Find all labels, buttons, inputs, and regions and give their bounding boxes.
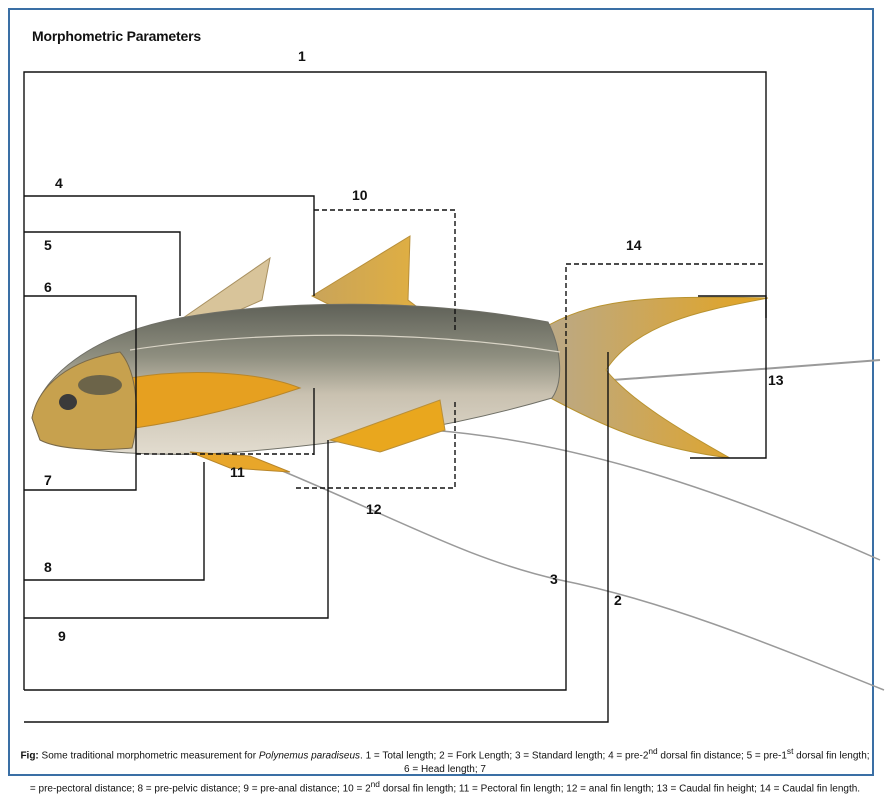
caption-part4: = pre-pectoral distance; 8 = pre-pelvic … bbox=[30, 784, 371, 795]
measure-4-pre-second-dorsal bbox=[24, 196, 314, 296]
caption-prefix: Fig: bbox=[20, 750, 38, 761]
label-1: 1 bbox=[298, 48, 306, 64]
label-4: 4 bbox=[55, 175, 63, 191]
label-6: 6 bbox=[44, 279, 52, 295]
label-12: 12 bbox=[366, 501, 382, 517]
measure-13-caudal-height bbox=[690, 296, 766, 458]
label-3: 3 bbox=[550, 571, 558, 587]
fish-eye bbox=[59, 394, 77, 410]
label-7: 7 bbox=[44, 472, 52, 488]
caption-sup3: nd bbox=[371, 779, 380, 789]
measure-9-pre-anal bbox=[24, 440, 328, 618]
figure-caption: Fig: Some traditional morphometric measu… bbox=[20, 744, 870, 797]
label-5: 5 bbox=[44, 237, 52, 253]
label-13: 13 bbox=[768, 372, 784, 388]
caption-part5: dorsal fin length; 11 = Pectoral fin len… bbox=[380, 784, 860, 795]
label-11: 11 bbox=[230, 464, 245, 480]
fish-illustration bbox=[32, 236, 768, 472]
label-2: 2 bbox=[614, 592, 622, 608]
caption-sup1: nd bbox=[648, 746, 657, 756]
label-9: 9 bbox=[58, 628, 66, 644]
caption-part2: dorsal fin distance; 5 = pre-1 bbox=[658, 750, 787, 761]
label-10: 10 bbox=[352, 187, 368, 203]
caption-species: Polynemus paradiseus bbox=[259, 750, 360, 761]
eye-patch bbox=[78, 375, 122, 395]
label-8: 8 bbox=[44, 559, 52, 575]
fish-head bbox=[32, 352, 136, 450]
label-14: 14 bbox=[626, 237, 642, 253]
caption-part1: . 1 = Total length; 2 = Fork Length; 3 =… bbox=[360, 750, 648, 761]
caption-lead: Some traditional morphometric measuremen… bbox=[39, 750, 259, 761]
